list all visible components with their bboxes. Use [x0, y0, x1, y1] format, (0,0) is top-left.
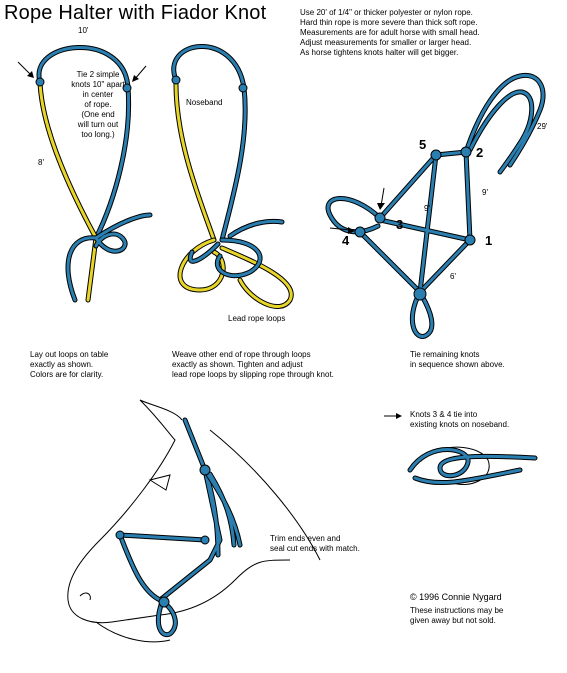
note-line: knots 10" apart	[71, 80, 125, 89]
trim-note: Trim ends even and seal cut ends with ma…	[270, 534, 360, 554]
knot-number-2: 2	[476, 145, 484, 160]
instruction-line: Adjust measurements for smaller or large…	[300, 38, 472, 47]
distribution-note: These instructions may be given away but…	[410, 606, 503, 626]
note-line: Knots 3 & 4 tie into	[410, 410, 478, 419]
caption-line: exactly as shown.	[30, 360, 94, 369]
note-line: (One end	[81, 110, 115, 119]
note-line: too long.)	[81, 130, 115, 139]
note-line: will turn out	[77, 120, 119, 129]
instruction-line: Use 20' of 1/4" or thicker polyester or …	[300, 8, 473, 17]
measure-6-label: 6'	[450, 272, 456, 281]
caption-line: Colors are for clarity.	[30, 370, 104, 379]
instruction-line: Measurements are for adult horse with sm…	[300, 28, 480, 37]
lead-rope-loops-label: Lead rope loops	[228, 314, 286, 323]
instruction-line: Hard thin rope is more severe than thick…	[300, 18, 478, 27]
panel1-caption: Lay out loops on table exactly as shown.…	[30, 350, 108, 380]
caption-line: in sequence shown above.	[410, 360, 505, 369]
caption-line: Weave other end of rope through loops	[172, 350, 311, 359]
caption-line: lead rope loops by slipping rope through…	[172, 370, 334, 379]
panel3-caption: Tie remaining knots in sequence shown ab…	[410, 350, 505, 370]
instruction-line: As horse tightens knots halter will get …	[300, 48, 459, 57]
instructions-block: Use 20' of 1/4" or thicker polyester or …	[300, 8, 480, 58]
measure-9-left-label: 9'	[424, 204, 430, 213]
panel3-halter-diagram	[325, 72, 546, 339]
copyright-text: © 1996 Connie Nygard	[410, 592, 502, 602]
caption-line: Lay out loops on table	[30, 350, 109, 359]
note-line: existing knots on noseband.	[410, 420, 510, 429]
note-line: of rope.	[84, 100, 112, 109]
measure-side-label: 8'	[38, 158, 44, 167]
note-line: given away but not sold.	[410, 616, 496, 625]
note-line: Trim ends even and	[270, 534, 341, 543]
knot-number-5: 5	[419, 137, 427, 152]
note-line: Tie 2 simple	[76, 70, 120, 79]
measure-29-label: 29'	[537, 122, 548, 131]
note-line: These instructions may be	[410, 606, 504, 615]
note-line: seal cut ends with match.	[270, 544, 360, 553]
knot-tie-note: Knots 3 & 4 tie into existing knots on n…	[410, 410, 509, 430]
panel1-note: Tie 2 simple knots 10" apart in center o…	[58, 70, 138, 140]
knot-number-3: 3	[396, 217, 404, 232]
note-line: in center	[82, 90, 114, 99]
knot-detail-drawing	[384, 413, 538, 486]
knot-number-4: 4	[342, 233, 350, 248]
page-title: Rope Halter with Fiador Knot	[4, 2, 267, 24]
knot-number-1: 1	[485, 233, 493, 248]
caption-line: Tie remaining knots	[410, 350, 480, 359]
measure-top-label: 10'	[78, 26, 89, 35]
panel1-loops-diagram	[17, 45, 153, 303]
measure-9-right-label: 9'	[482, 188, 488, 197]
panel2-caption: Weave other end of rope through loops ex…	[172, 350, 334, 380]
noseband-label: Noseband	[186, 98, 223, 107]
panel2-woven-diagram	[171, 44, 294, 309]
caption-line: exactly as shown. Tighten and adjust	[172, 360, 303, 369]
horse-head-drawing	[67, 399, 321, 643]
